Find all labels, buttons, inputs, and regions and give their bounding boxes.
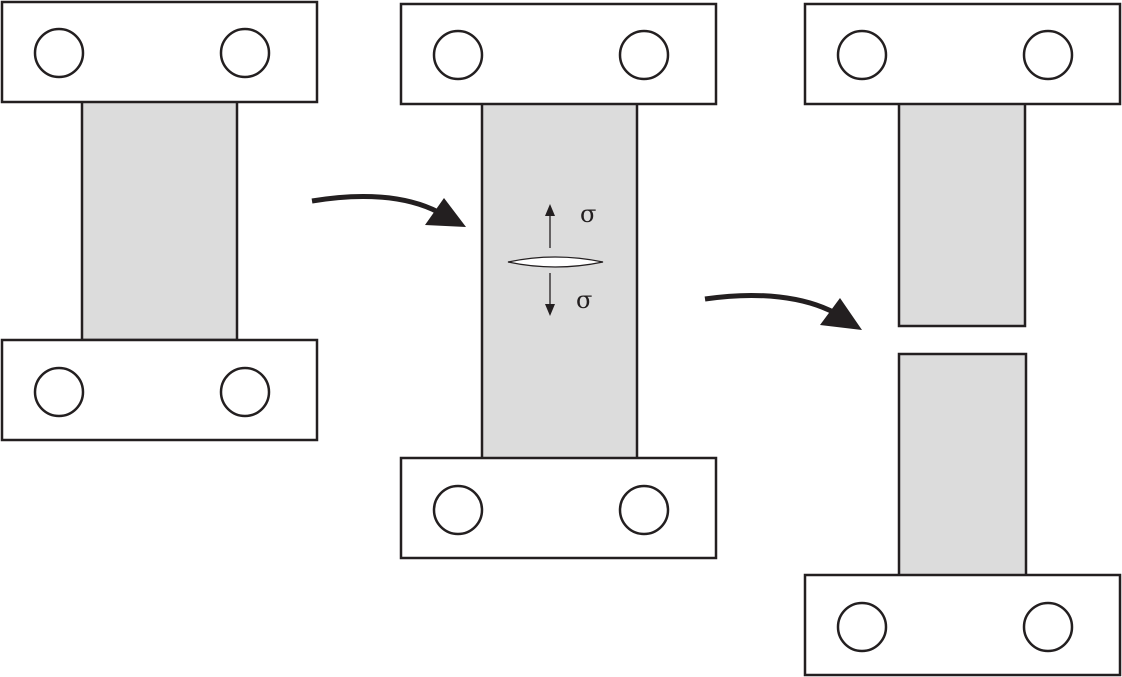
top-clamp (0, 0, 319, 104)
bolt-hole-icon (1022, 601, 1074, 653)
progress-arrow-2 (704, 293, 862, 330)
stage-3-fractured (803, 2, 1122, 677)
stage-2-cracked: σ σ (399, 2, 718, 560)
top-clamp (803, 2, 1122, 106)
bolt-hole-icon (1022, 29, 1074, 81)
progress-arrow-1 (311, 194, 466, 227)
stress-arrow-down-icon (545, 273, 555, 316)
bolt-hole-icon (219, 366, 271, 418)
specimen-lower-fragment (897, 352, 1028, 578)
stress-label-bottom: σ (576, 286, 592, 314)
stress-label-top: σ (580, 200, 596, 228)
bolt-hole-icon (219, 27, 271, 79)
bolt-hole-icon (618, 29, 670, 81)
specimen-upper-fragment (897, 101, 1027, 328)
crack-icon (507, 256, 604, 268)
stress-arrow-up-icon (545, 204, 555, 248)
bolt-hole-icon (836, 29, 888, 81)
bolt-hole-icon (33, 27, 85, 79)
bolt-hole-icon (432, 29, 484, 81)
bolt-hole-icon (33, 366, 85, 418)
bolt-hole-icon (432, 484, 484, 536)
bottom-clamp (803, 573, 1122, 677)
bottom-clamp (399, 456, 718, 560)
bolt-hole-icon (618, 484, 670, 536)
specimen-cracked (480, 101, 639, 462)
bolt-hole-icon (836, 601, 888, 653)
bottom-clamp (0, 338, 319, 442)
top-clamp (399, 2, 718, 106)
specimen-intact (80, 98, 239, 342)
stage-1-intact (0, 0, 319, 442)
